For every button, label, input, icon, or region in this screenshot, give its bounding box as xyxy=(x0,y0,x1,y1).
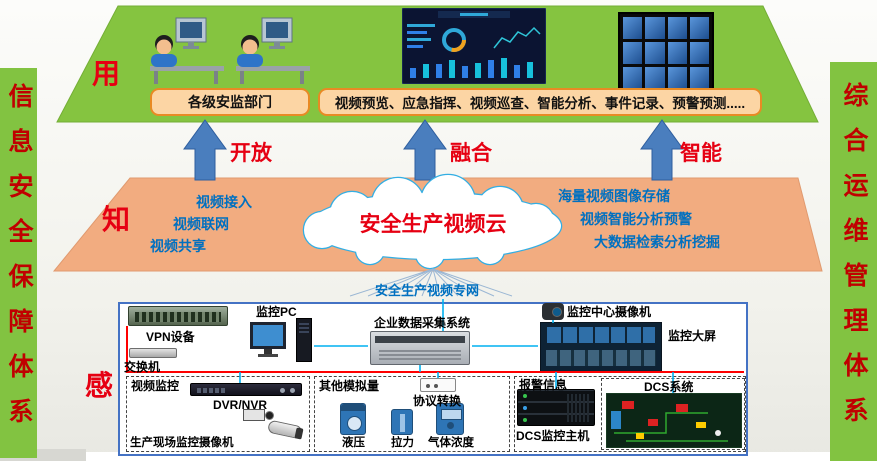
switch-image xyxy=(129,348,177,358)
pc-tower xyxy=(296,318,312,362)
wall-screen xyxy=(689,17,709,39)
sidebar-ops-management: 综合运维管理体系 xyxy=(830,62,877,461)
sidebar-right-text: 综合运维管理体系 xyxy=(840,81,868,442)
wall-screen xyxy=(645,17,665,39)
arrow-open-shape xyxy=(183,119,227,181)
daq-image xyxy=(370,331,470,365)
analog-group-box xyxy=(314,376,510,452)
arrow-label-intelligence: 智能 xyxy=(680,142,722,165)
wall-screen xyxy=(623,17,643,39)
sensor-label-tension: 拉力 xyxy=(391,437,414,449)
dcs-screenshot xyxy=(606,393,742,448)
cloud-feature-storage: 海量视频图像存储 xyxy=(558,188,670,204)
center-camera-icon xyxy=(542,303,564,320)
dvr-label: DVR/NVR xyxy=(213,398,268,412)
monitor-pc-label: 监控PC xyxy=(256,305,297,319)
wall-screen xyxy=(645,67,665,89)
wall-screen xyxy=(667,17,687,39)
monitor-wall xyxy=(618,12,714,94)
cloud-feature-network: 视频联网 xyxy=(173,216,229,232)
arrow-label-fusion: 融合 xyxy=(450,142,492,165)
vpn-label: VPN设备 xyxy=(146,330,195,344)
sidebar-left-text: 信息安全保障体系 xyxy=(5,83,33,443)
wall-screen xyxy=(689,42,709,64)
wall-screen xyxy=(667,42,687,64)
cloud-shape xyxy=(302,173,563,270)
big-screen-label: 监控大屏 xyxy=(668,329,717,343)
arrow-label-open: 开放 xyxy=(230,142,272,165)
camera-lens xyxy=(265,411,274,420)
tension-sensor-image xyxy=(391,409,413,435)
gas-sensor-image xyxy=(436,403,464,435)
sensor-label-gas: 气体浓度 xyxy=(428,437,474,449)
arrow-intelligence-shape xyxy=(640,119,684,181)
operator-unit xyxy=(150,17,310,84)
video-group-title: 视频监控 xyxy=(131,379,180,393)
analog-group-title: 其他模拟量 xyxy=(319,379,380,393)
protocol-converter-image xyxy=(420,378,456,392)
dept-box: 各级安监部门 xyxy=(150,88,310,116)
dcs-system-label: DCS系统 xyxy=(644,380,694,394)
center-camera-label: 监控中心摄像机 xyxy=(567,305,652,319)
box-camera-image xyxy=(243,406,277,426)
dcs-host-image xyxy=(517,389,595,426)
vpn-device-image xyxy=(128,306,228,326)
switch-label: 交换机 xyxy=(124,360,161,374)
cloud-feature-ai: 视频智能分析预警 xyxy=(580,211,692,227)
wall-screen xyxy=(689,67,709,89)
bottom-white-strip xyxy=(86,452,877,461)
up-arrows xyxy=(183,119,684,181)
pc-base xyxy=(258,354,278,357)
wall-screen xyxy=(667,67,687,89)
camera-body xyxy=(243,409,265,421)
sidebar-info-security: 信息安全保障体系 xyxy=(0,68,37,458)
label-know: 知 xyxy=(102,204,131,235)
cloud-feature-bigdata: 大数据检索分析挖掘 xyxy=(594,234,720,250)
private-network-label: 安全生产视频专网 xyxy=(374,283,479,298)
monitor-pc-image xyxy=(250,318,314,366)
wall-screen xyxy=(645,42,665,64)
wall-screen xyxy=(623,42,643,64)
pc-monitor xyxy=(250,322,286,349)
network-fan-lines xyxy=(349,268,513,297)
wall-screen xyxy=(623,67,643,89)
alarm-group-box xyxy=(514,376,746,452)
control-room-image xyxy=(540,322,662,372)
functions-box: 视频预览、应急指挥、视频巡查、智能分析、事件记录、预警预测..... xyxy=(318,88,762,116)
video-group-box xyxy=(126,376,310,452)
dvr-image xyxy=(190,383,302,396)
arrow-fusion-shape xyxy=(403,119,447,181)
alarm-group-title: 报警信息 xyxy=(519,378,568,392)
cloud-feature-share: 视频共享 xyxy=(150,238,206,254)
cloud-title: 安全生产视频云 xyxy=(359,213,507,236)
sensor-label-hydraulic: 液压 xyxy=(342,437,365,449)
site-cameras-label: 生产现场监控摄像机 xyxy=(130,437,234,449)
daq-label: 企业数据采集系统 xyxy=(373,316,470,330)
dcs-host-label: DCS监控主机 xyxy=(516,429,590,443)
label-use: 用 xyxy=(92,58,121,89)
label-sense: 感 xyxy=(85,370,114,401)
protocol-label: 协议转换 xyxy=(413,394,462,408)
cloud-feature-access: 视频接入 xyxy=(196,194,252,210)
operators-clipart xyxy=(150,17,310,84)
dashboard-screenshot xyxy=(402,8,546,84)
hydraulic-sensor-image xyxy=(340,403,366,435)
